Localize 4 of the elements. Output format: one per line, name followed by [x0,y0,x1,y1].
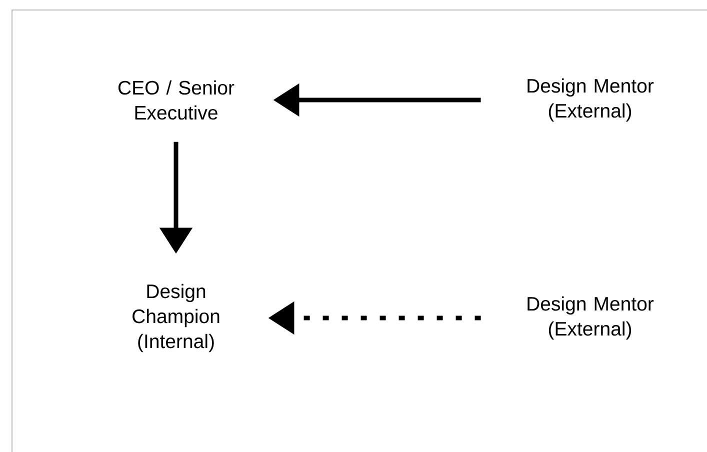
node-label: CEO / Senior Executive [118,80,234,120]
node-label: Design Mentor (External) [528,296,654,340]
node-label: Design Mentor (External) [528,78,654,122]
node-label: Design Champion (Internal) [132,284,220,352]
